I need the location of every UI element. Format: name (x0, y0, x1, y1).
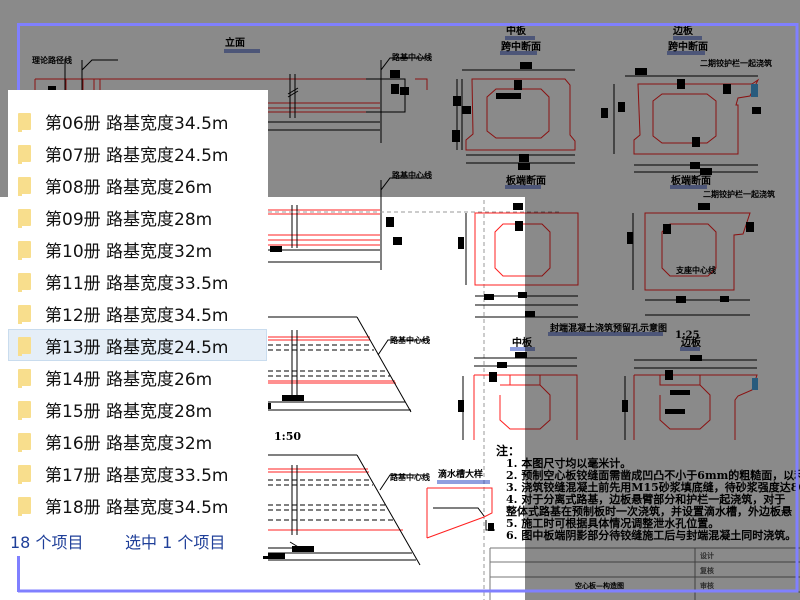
folder-icon (18, 368, 31, 388)
drip-groove-detail (426, 480, 495, 539)
folder-item[interactable]: 第07册 路基宽度24.5m (9, 138, 266, 168)
folder-icon (18, 464, 31, 484)
drip-detail-title: 滴水槽大样 (438, 468, 483, 480)
folder-icon (18, 176, 31, 196)
cast-with-rail-label-2: 二期铰护栏一起浇筑 (703, 189, 775, 199)
folder-icon (18, 336, 31, 356)
centerline-label-3: 路基中心线 (390, 335, 430, 345)
cast-with-rail-label-1: 二期铰护栏一起浇筑 (700, 58, 772, 68)
elevation-view-4 (268, 454, 427, 566)
edge-plate-midspan-section (613, 75, 760, 173)
folder-icon (18, 112, 31, 132)
edge-plate-end-section (632, 212, 751, 316)
folder-item[interactable]: 第10册 路基宽度32m (9, 234, 266, 264)
dimension-labels (48, 62, 761, 559)
folder-item[interactable]: 第11册 路基宽度33.5m (9, 266, 266, 296)
title-block-review: 审核 (700, 581, 714, 590)
midspan-title-1: 跨中断面 (501, 40, 541, 53)
folder-item[interactable]: 第06册 路基宽度34.5m (9, 106, 266, 136)
item-count: 18 个项目 (10, 533, 84, 552)
folder-item[interactable]: 第12册 路基宽度34.5m (9, 298, 266, 328)
folder-icon (18, 272, 31, 292)
folder-name: 第08册 路基宽度26m (45, 177, 213, 198)
mid-plate-title-1: 中板 (506, 24, 527, 37)
note-4: 4. 对于分离式路基，边板悬臂部分和护栏一起浇筑，对于 (506, 492, 785, 506)
folder-item[interactable]: 第09册 路基宽度28m (9, 202, 266, 232)
end-section-title-1: 板端断面 (506, 174, 546, 187)
elevation-view-2 (268, 177, 560, 600)
note-4-cont: 整体式路基在预制板时一次浇筑，并设置滴水槽，外边板悬 (505, 504, 792, 518)
elevation-title: 立面 (225, 36, 245, 49)
note-2: 2. 预制空心板铰缝面需凿成凹凸不小于6mm的粗糙面，以利于新旧 (506, 468, 800, 482)
note-1: 1. 本图尺寸均以毫米计。 (506, 456, 631, 470)
folder-icon (18, 400, 31, 420)
folder-icon (18, 304, 31, 324)
folder-name: 第06册 路基宽度34.5m (45, 113, 229, 134)
note-6: 6. 图中板端阴影部分待铰缝施工后与封端混凝土同时浇筑。 (506, 528, 796, 542)
mid-plate-midspan-section (456, 69, 576, 164)
centerline-label-4: 路基中心线 (390, 472, 430, 482)
centerline-label-2: 路基中心线 (392, 170, 432, 180)
folder-item[interactable]: 第18册 路基宽度34.5m (9, 490, 266, 520)
folder-icon (18, 240, 31, 260)
folder-item[interactable]: 第17册 路基宽度33.5m (9, 458, 266, 488)
folder-name: 第16册 路基宽度32m (45, 433, 213, 454)
folder-item[interactable]: 第13册 路基宽度24.5m (8, 329, 267, 361)
title-block-design: 设计 (700, 551, 714, 560)
sealing-title: 封端混凝土浇筑预留孔示意图 (550, 322, 667, 334)
title-block-project: 空心板—构造图 (575, 581, 624, 590)
folder-icon (18, 208, 31, 228)
scale-50: 1:50 (274, 430, 301, 443)
mid-plate-title-2: 中板 (512, 336, 533, 349)
folder-item[interactable]: 第15册 路基宽度28m (9, 394, 266, 424)
file-explorer-list: 第06册 路基宽度34.5m 第07册 路基宽度24.5m 第08册 路基宽度26m… (8, 90, 268, 556)
edge-plate-title-1: 边板 (672, 24, 694, 37)
folder-name: 第15册 路基宽度28m (45, 401, 213, 422)
elevation-view-3 (268, 316, 430, 413)
end-section-title-2: 板端断面 (671, 174, 711, 187)
scale-25: 1:25 (675, 330, 700, 341)
notes-title: 注： (496, 443, 520, 458)
folder-name: 第17册 路基宽度33.5m (45, 465, 229, 486)
folder-name: 第10册 路基宽度32m (45, 241, 213, 262)
folder-icon (18, 144, 31, 164)
folder-item[interactable]: 第14册 路基宽度26m (9, 362, 266, 392)
title-block-check: 复核 (699, 566, 714, 575)
edge-plate-title-2: 边板 (680, 336, 702, 349)
centerline-label-1: 路基中心线 (392, 52, 432, 62)
folder-name: 第18册 路基宽度34.5m (45, 497, 229, 518)
folder-name: 第14册 路基宽度26m (45, 369, 213, 390)
folder-name: 第11册 路基宽度33.5m (45, 273, 229, 294)
note-3: 3. 浇筑铰缝混凝土前先用M15砂浆填底缝，待砂浆强度达80%后方 (506, 480, 800, 494)
folder-name: 第12册 路基宽度34.5m (45, 305, 229, 326)
theory-line-label: 理论路径线 (32, 55, 72, 65)
selected-count: 选中 1 个项目 (125, 533, 226, 552)
folder-name: 第09册 路基宽度28m (45, 209, 213, 230)
folder-icon (18, 496, 31, 516)
folder-item[interactable]: 第16册 路基宽度32m (9, 426, 266, 456)
folder-item[interactable]: 第08册 路基宽度26m (9, 170, 266, 200)
bearing-line-label: 支座中心线 (675, 265, 716, 275)
folder-name: 第13册 路基宽度24.5m (45, 337, 229, 358)
midspan-title-2: 跨中断面 (668, 40, 708, 53)
folder-name: 第07册 路基宽度24.5m (45, 145, 229, 166)
folder-icon (18, 432, 31, 452)
title-underlines (224, 36, 707, 351)
note-5: 5. 施工时可根据具体情况调整泄水孔位置。 (506, 516, 719, 530)
